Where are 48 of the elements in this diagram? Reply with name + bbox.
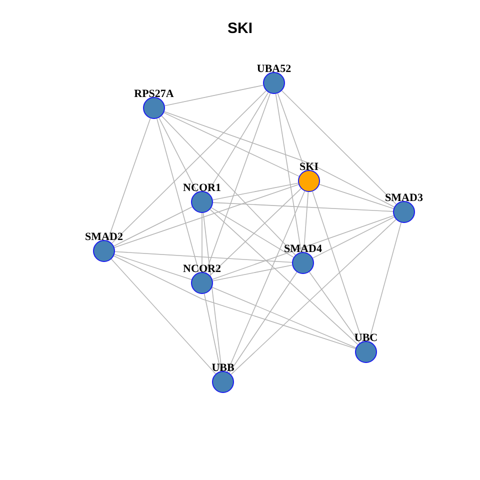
network-edge bbox=[113, 206, 193, 246]
network-edge bbox=[210, 188, 302, 276]
network-edge bbox=[281, 90, 397, 205]
network-edge bbox=[303, 192, 309, 252]
network-edge bbox=[114, 251, 292, 263]
network-edge bbox=[212, 264, 293, 282]
network-edge bbox=[207, 92, 269, 193]
network-edge bbox=[319, 184, 394, 209]
network-edge bbox=[111, 90, 267, 244]
network-edge bbox=[114, 254, 192, 280]
network-edge bbox=[275, 93, 302, 253]
node-label: UBC bbox=[354, 332, 378, 344]
network-edge bbox=[158, 117, 198, 193]
network-edge bbox=[312, 216, 395, 258]
network-edge bbox=[308, 272, 360, 344]
node-label: RPS27A bbox=[134, 88, 174, 100]
network-edge bbox=[212, 202, 394, 212]
network-edge bbox=[204, 293, 222, 372]
node-label: SMAD4 bbox=[284, 243, 322, 255]
node-label: SMAD3 bbox=[385, 192, 423, 204]
node-label: NCOR1 bbox=[183, 182, 221, 194]
network-edge bbox=[164, 111, 395, 208]
network-edge bbox=[211, 207, 294, 258]
network-edge bbox=[230, 219, 396, 375]
node-label: UBB bbox=[212, 362, 234, 374]
network-edge bbox=[111, 258, 216, 374]
network-edge bbox=[226, 190, 306, 372]
network-edge bbox=[164, 84, 264, 106]
network-edge bbox=[164, 112, 300, 177]
network-edge bbox=[210, 209, 358, 345]
network-edge bbox=[212, 286, 356, 348]
network-edge bbox=[113, 255, 356, 350]
network-edge bbox=[212, 182, 299, 200]
network-edge bbox=[312, 191, 363, 342]
chart-title: SKI bbox=[226, 20, 254, 37]
network-edge bbox=[277, 92, 306, 172]
node-label: NCOR2 bbox=[183, 263, 221, 275]
node-label: SKI bbox=[300, 161, 318, 173]
network-edge bbox=[212, 215, 394, 280]
network-edge bbox=[368, 222, 402, 342]
network-edge bbox=[228, 272, 298, 374]
network-edge bbox=[161, 116, 296, 256]
network-edge bbox=[205, 92, 271, 274]
node-label: UBA52 bbox=[256, 63, 292, 75]
network-edge bbox=[107, 118, 151, 242]
network-edge bbox=[114, 184, 299, 248]
node-label: SMAD2 bbox=[85, 231, 123, 243]
network-edge bbox=[156, 118, 200, 273]
